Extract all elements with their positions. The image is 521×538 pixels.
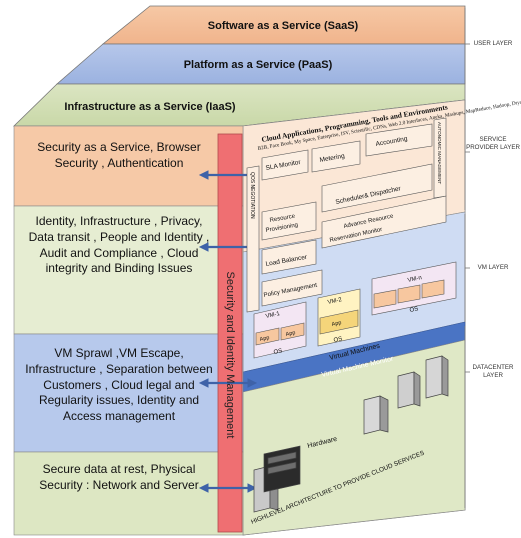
advance-reservation-box (321, 195, 447, 249)
vmn-os: OS (409, 306, 419, 314)
front-block-4-text: Secure data at rest, Physical Security :… (39, 462, 199, 492)
vm2-os: OS (333, 336, 343, 344)
vm2-label: VM-2 (327, 297, 343, 306)
layer-brackets (464, 8, 470, 508)
accounting-box (365, 123, 433, 157)
datacenter-layer-label: DATACENTER LAYER (472, 364, 514, 380)
resource-label-2: Provisioning (265, 222, 298, 234)
front-block-2 (13, 205, 244, 335)
sla-monitor-box (261, 149, 309, 181)
qos-column (246, 165, 260, 313)
front-block-4 (13, 451, 244, 536)
hardware-devices (253, 355, 449, 513)
vm1-label: VM-1 (265, 311, 281, 320)
vm1-os: OS (273, 348, 283, 356)
security-bar-label: Security and Identity Management (224, 271, 236, 439)
security-bar-label-wrap: Security and Identity Management (219, 205, 241, 505)
service-provider-layer-label: SERVICE PROVIDER LAYER (466, 136, 520, 152)
front-block-3-text: VM Sprawl ,VM Escape, Infrastructure , S… (25, 346, 213, 424)
vm1-app-2: App (285, 330, 296, 338)
front-block-2-text: Identity, Infrastructure , Privacy, Data… (28, 214, 210, 276)
user-layer-label: USER LAYER (473, 40, 513, 47)
front-block-1-text: Security as a Service, Browser Security … (37, 140, 201, 170)
vm1-box (253, 301, 307, 359)
vm2-app: App (331, 320, 342, 328)
server-icon-3 (397, 371, 415, 409)
vmn-label: VM-n (407, 275, 422, 284)
vm1-app-1: App (259, 335, 270, 343)
paas-label: Platform as a Service (PaaS) (184, 59, 333, 71)
front-block-3 (13, 333, 244, 453)
vm-layer-label: VM LAYER (477, 264, 509, 271)
metering-box (311, 140, 361, 173)
load-balancer-box (261, 239, 317, 275)
server-icon-4 (425, 355, 443, 399)
iaas-label: Infrastructure as a Service (IaaS) (64, 101, 236, 113)
resource-label-1: Resource (269, 213, 296, 223)
scheduler-box (321, 163, 433, 213)
vm-boxes (253, 261, 457, 359)
server-icon-2 (363, 395, 381, 435)
qos-label: QOS NEGOTIATION (249, 172, 255, 219)
saas-label: Software as a Service (SaaS) (208, 20, 359, 32)
autonomic-column (433, 117, 447, 199)
service-boxes (261, 123, 447, 307)
metering-label: Metering (319, 153, 345, 164)
security-bar (217, 133, 243, 533)
resource-provisioning-box (261, 201, 317, 241)
policy-management-box (261, 269, 323, 307)
autonomic-label: AUTONOMIC MANAGEMENT (437, 122, 442, 184)
